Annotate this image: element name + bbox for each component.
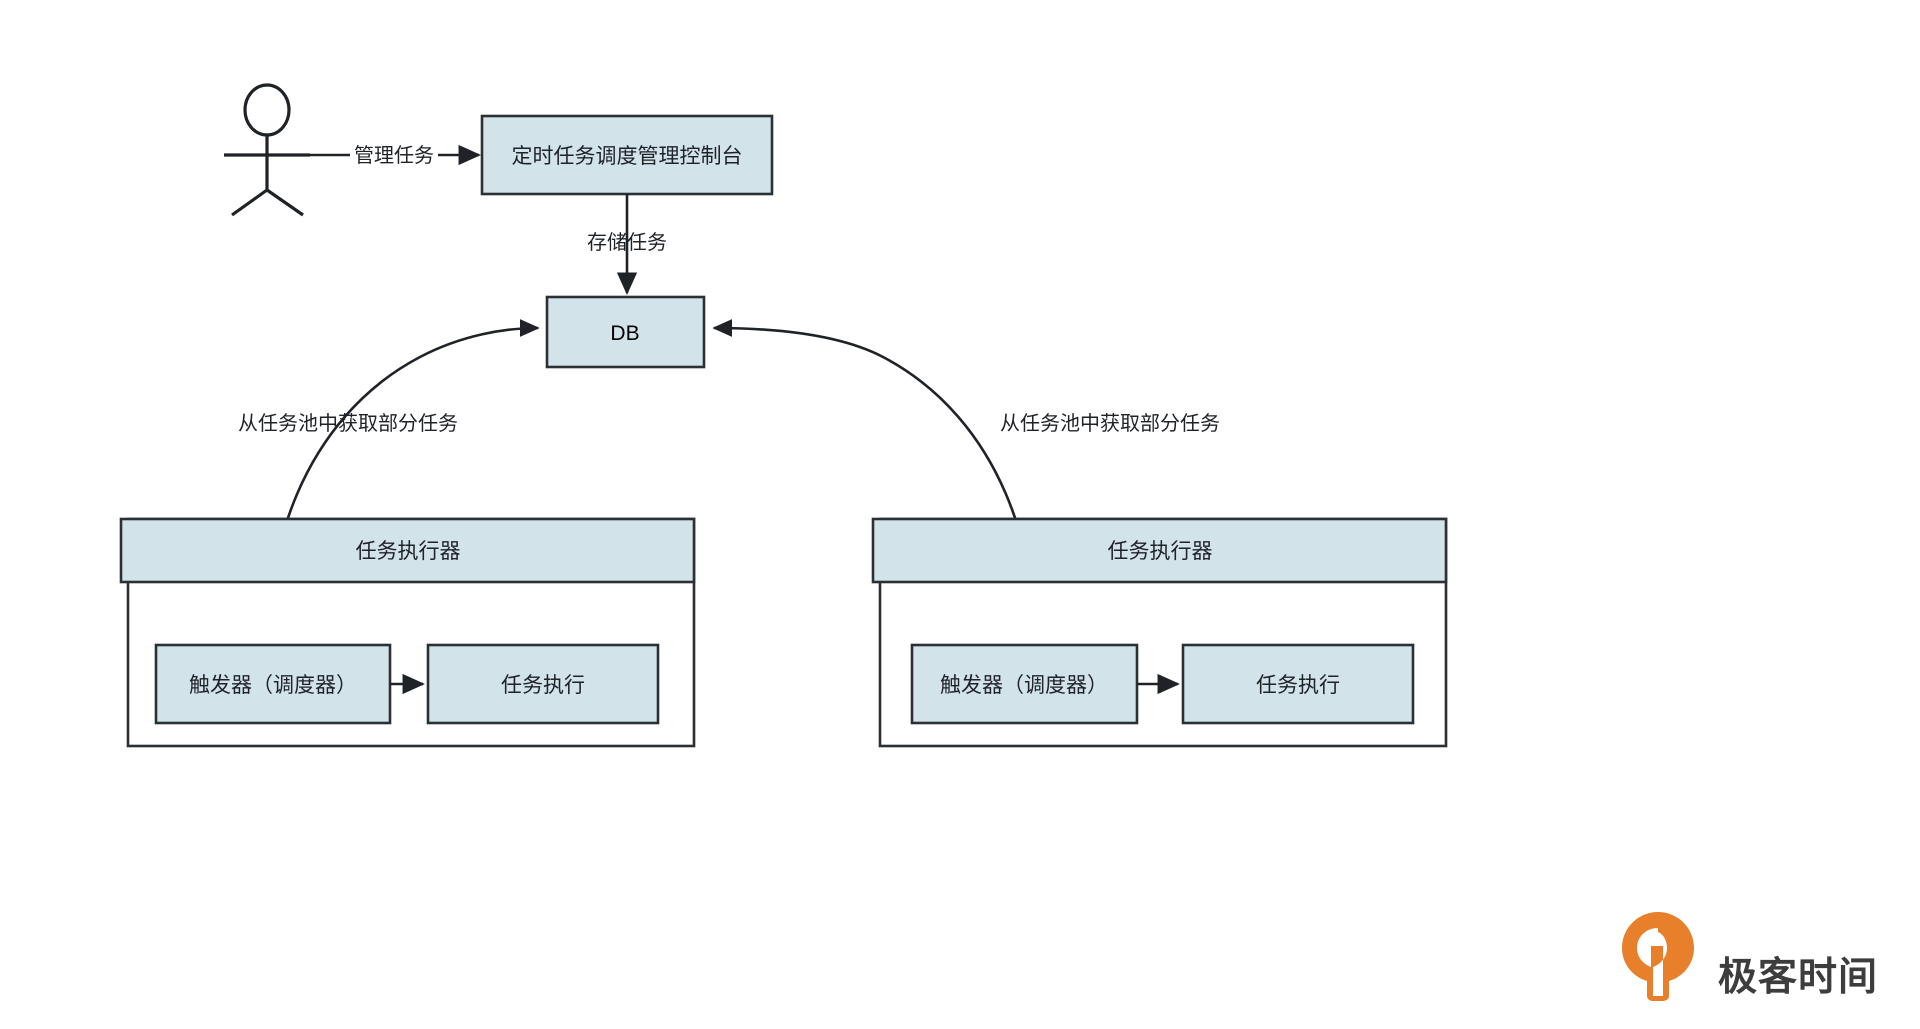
executor-right-header-rect[interactable] xyxy=(871,517,1448,584)
executor-left-trigger-rect[interactable] xyxy=(154,643,392,725)
user-actor xyxy=(224,83,310,217)
executor-left-header-rect[interactable] xyxy=(119,517,696,584)
actor-leg-left-icon xyxy=(231,188,268,217)
actor-leg-right-icon xyxy=(266,188,304,217)
node-console[interactable]: 定时任务调度管理控制台 xyxy=(480,114,774,196)
edge-label-fetch-tasks-right: 从任务池中获取部分任务 xyxy=(1000,412,1220,435)
node-db-rect[interactable] xyxy=(545,295,706,369)
executor-left[interactable]: 任务执行器 触发器（调度器） 任务执行 xyxy=(119,517,696,748)
node-db[interactable]: DB xyxy=(545,295,706,369)
edge-console-to-db: 存储任务 xyxy=(587,194,667,295)
node-console-rect[interactable] xyxy=(480,114,774,196)
node-db-label: DB xyxy=(610,322,639,345)
edge-label-fetch-tasks-left: 从任务池中获取部分任务 xyxy=(238,412,458,435)
geektime-mark-inner xyxy=(1637,928,1667,996)
watermark: 极客时间 xyxy=(1622,912,1878,1001)
executor-right-trigger-label: 触发器（调度器） xyxy=(940,674,1108,697)
edge-actor-to-console: 管理任务 xyxy=(226,144,481,167)
edge-label-manage-task: 管理任务 xyxy=(354,144,434,167)
executor-left-execute-rect[interactable] xyxy=(426,643,660,725)
node-console-label: 定时任务调度管理控制台 xyxy=(512,145,743,168)
executor-right[interactable]: 任务执行器 触发器（调度器） 任务执行 xyxy=(871,517,1448,748)
executor-left-header-label: 任务执行器 xyxy=(356,540,461,563)
executor-right-execute-label: 任务执行 xyxy=(1256,674,1340,697)
actor-head-icon xyxy=(243,83,291,137)
executor-right-header-label: 任务执行器 xyxy=(1108,540,1213,563)
executor-right-execute-rect[interactable] xyxy=(1181,643,1415,725)
executor-left-execute-label: 任务执行 xyxy=(501,674,585,697)
watermark-brand-label: 极客时间 xyxy=(1718,956,1878,999)
executor-left-trigger-label: 触发器（调度器） xyxy=(189,674,357,697)
geektime-logo-icon xyxy=(1622,912,1694,1001)
edge-label-store-task: 存储任务 xyxy=(587,231,667,254)
geektime-mark-shape xyxy=(1622,912,1694,1001)
